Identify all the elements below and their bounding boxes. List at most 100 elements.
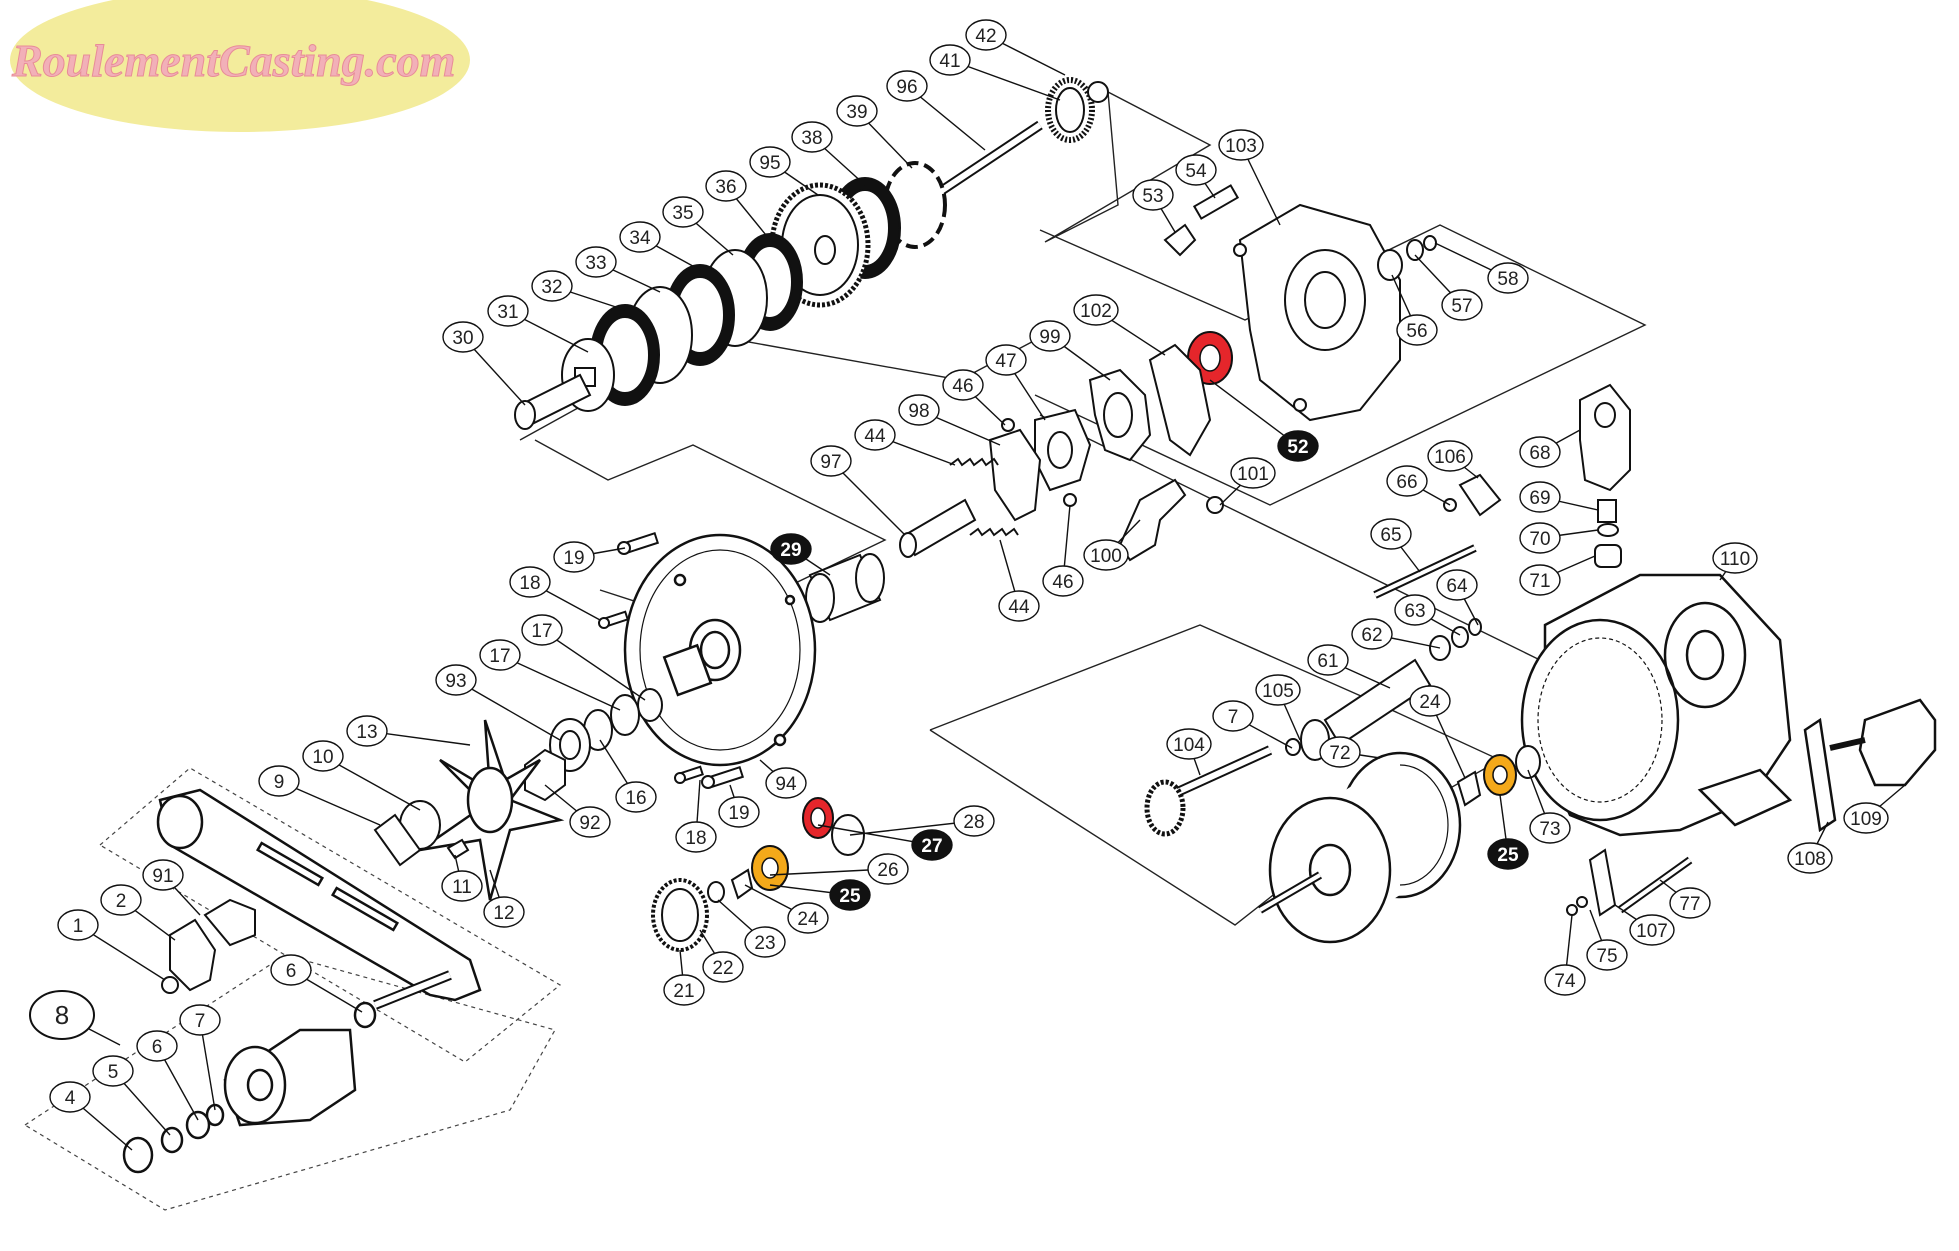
callout-c33: 33	[575, 246, 617, 278]
button-109	[1858, 698, 1937, 787]
callout-bubble	[1519, 522, 1561, 554]
callout-c110: 110	[1712, 542, 1758, 574]
callout-c19b: 19	[718, 796, 760, 828]
callout-number: 110	[1720, 549, 1750, 570]
callout-c6b: 6	[136, 1030, 178, 1062]
callout-bubble	[718, 796, 760, 828]
callout-number: 26	[877, 860, 898, 881]
callout-number: 18	[519, 573, 540, 594]
handle-knob	[122, 1001, 377, 1174]
callout-number: 31	[497, 302, 518, 323]
callout-number: 21	[673, 981, 694, 1002]
callout-c25b: 25	[1487, 838, 1529, 870]
callout-c56: 56	[1396, 314, 1438, 346]
callout-bubble	[1175, 154, 1217, 186]
callout-c47: 47	[985, 344, 1027, 376]
callout-bubble	[836, 95, 878, 127]
callout-c101: 101	[1230, 457, 1276, 489]
callout-number: 64	[1446, 576, 1468, 597]
callout-number: 57	[1451, 296, 1472, 317]
washer-42	[1087, 81, 1109, 103]
side-cover-parts	[1803, 698, 1937, 833]
callout-bubble	[258, 765, 300, 797]
callout-number: 73	[1539, 819, 1560, 840]
callout-c26: 26	[867, 853, 909, 885]
callout-bubble	[270, 954, 312, 986]
callout-bubble	[1629, 914, 1675, 946]
callout-bubble	[1083, 539, 1129, 571]
callout-c1: 1	[57, 909, 99, 941]
callout-bubble	[1712, 542, 1758, 574]
callout-c19a: 19	[553, 541, 595, 573]
callout-number: 19	[728, 803, 749, 824]
callout-bubble	[662, 196, 704, 228]
leader-c28	[849, 820, 975, 836]
site-logo: RoulementCasting.com	[10, 0, 470, 132]
clutch-components	[899, 343, 1224, 562]
callout-c98: 98	[898, 394, 940, 426]
callout-number: 96	[896, 77, 917, 98]
callout-bubble	[1319, 736, 1361, 768]
callout-number: 58	[1497, 269, 1518, 290]
callout-bubble	[942, 369, 984, 401]
callout-c10: 10	[302, 740, 344, 772]
callout-bubble	[1487, 262, 1529, 294]
callout-number: 106	[1434, 447, 1466, 468]
callout-bubble	[1519, 564, 1561, 596]
callout-bubble	[1132, 179, 1174, 211]
callout-number: 6	[152, 1037, 163, 1058]
callout-bubble	[749, 146, 791, 178]
callout-c30: 30	[442, 321, 484, 353]
gear-104	[1144, 779, 1186, 837]
callout-bubble	[1409, 685, 1451, 717]
callout-bubble	[1843, 802, 1889, 834]
callout-number: 46	[952, 376, 973, 397]
callout-number: 42	[975, 26, 996, 47]
callout-c35: 35	[662, 196, 704, 228]
callout-c7b: 7	[1212, 700, 1254, 732]
callout-c13: 13	[346, 715, 388, 747]
callout-c18b: 18	[675, 821, 717, 853]
callout-bubble	[953, 805, 995, 837]
bearing-27	[802, 797, 834, 839]
callout-c70: 70	[1519, 522, 1561, 554]
callout-c107: 107	[1629, 914, 1675, 946]
callout-c97: 97	[810, 445, 852, 477]
callout-c96: 96	[886, 70, 928, 102]
callout-c36: 36	[705, 170, 747, 202]
callout-number: 74	[1554, 971, 1576, 992]
callout-c69: 69	[1519, 481, 1561, 513]
callout-number: 104	[1173, 735, 1205, 756]
callout-c5: 5	[92, 1055, 134, 1087]
callout-bubble	[765, 767, 807, 799]
callout-number: 101	[1237, 464, 1269, 485]
callout-bubble	[29, 990, 95, 1040]
callout-c17a: 17	[521, 614, 563, 646]
callout-c75: 75	[1586, 939, 1628, 971]
logo-text: RoulementCasting.com	[11, 35, 455, 86]
callout-number: 8	[55, 1000, 69, 1030]
callout-number: 109	[1850, 809, 1882, 830]
callout-number: 23	[754, 933, 775, 954]
frame-plate-103	[1163, 184, 1437, 422]
callout-number: 91	[152, 866, 173, 887]
callout-bubble	[441, 870, 483, 902]
plate-108	[1803, 717, 1837, 833]
oring-70	[1597, 523, 1619, 537]
callout-c7a: 7	[179, 1004, 221, 1036]
callout-bubble	[1787, 842, 1833, 874]
reel-body-frame-110	[1520, 573, 1793, 837]
callout-bubble	[92, 1055, 134, 1087]
callout-c57: 57	[1441, 289, 1483, 321]
callout-c108: 108	[1787, 842, 1833, 874]
callout-number: 41	[939, 51, 960, 72]
leader-c17a	[541, 629, 646, 701]
callout-c46b: 46	[1042, 565, 1084, 597]
callout-bubble	[1529, 812, 1571, 844]
callout-number: 54	[1185, 161, 1207, 182]
callout-bubble	[702, 951, 744, 983]
callout-number: 47	[995, 351, 1016, 372]
callout-bubble	[1277, 430, 1319, 462]
callout-c102: 102	[1073, 294, 1119, 326]
cast-control-parts	[651, 814, 865, 952]
